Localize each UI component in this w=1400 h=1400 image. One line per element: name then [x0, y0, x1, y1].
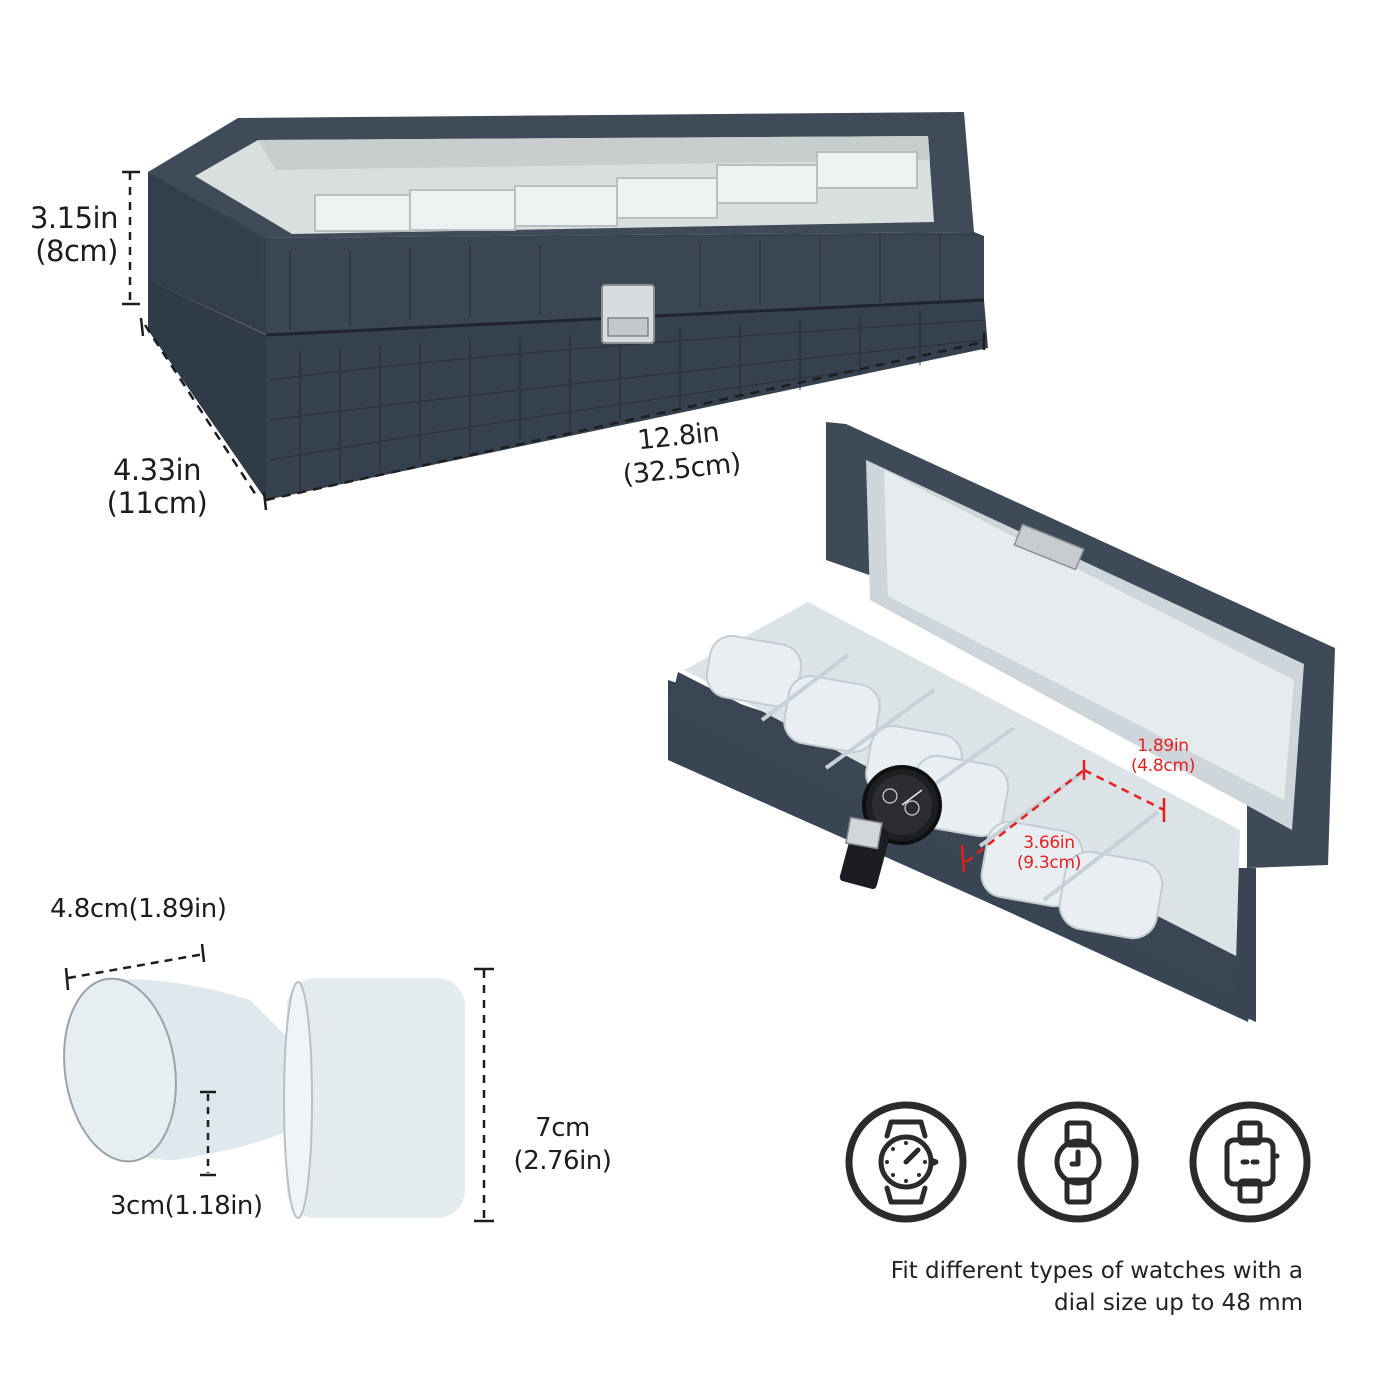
slot-width-cm: (4.8cm) [1130, 756, 1196, 776]
round-watch-icon [1017, 1101, 1139, 1223]
slot-width-label: 1.89in (4.8cm) [1108, 736, 1218, 776]
pillow-height-cm: 7cm [535, 1113, 590, 1143]
closed-box-base-front [266, 300, 988, 500]
slot-depth-cm: (9.3cm) [1016, 853, 1082, 873]
slot-width-in: 1.89in [1137, 736, 1189, 756]
closed-box-height-label: 3.15in (8cm) [18, 201, 119, 268]
open-box-lid-glass [884, 470, 1294, 800]
analog-watch-icon [845, 1101, 967, 1223]
depth-in: 4.33in [112, 453, 202, 487]
pillow-lying [63, 977, 290, 1163]
depth-cm: (11cm) [106, 486, 208, 520]
pillow-standing [283, 978, 465, 1219]
slot-depth-in: 3.66in [1023, 833, 1075, 853]
closed-box-depth-label: 4.33in (11cm) [92, 454, 222, 520]
pillow-height-in: (2.76in) [513, 1146, 612, 1176]
height-cm: (8cm) [35, 234, 118, 268]
watch-fit-caption: Fit different types of watches with a di… [780, 1255, 1303, 1319]
smartwatch-icon [1189, 1101, 1311, 1223]
caption-line-1: Fit different types of watches with a [890, 1258, 1303, 1284]
slot-depth-label: 3.66in (9.3cm) [1004, 833, 1094, 873]
pillow-width-label: 4.8cm(1.89in) [50, 894, 227, 924]
pillow-height-label: 7cm (2.76in) [500, 1112, 625, 1178]
height-in: 3.15in [29, 201, 119, 235]
caption-line-2: dial size up to 48 mm [1054, 1290, 1303, 1316]
open-box-clasp [845, 816, 883, 850]
pillow-thickness-label: 3cm(1.18in) [110, 1191, 263, 1221]
